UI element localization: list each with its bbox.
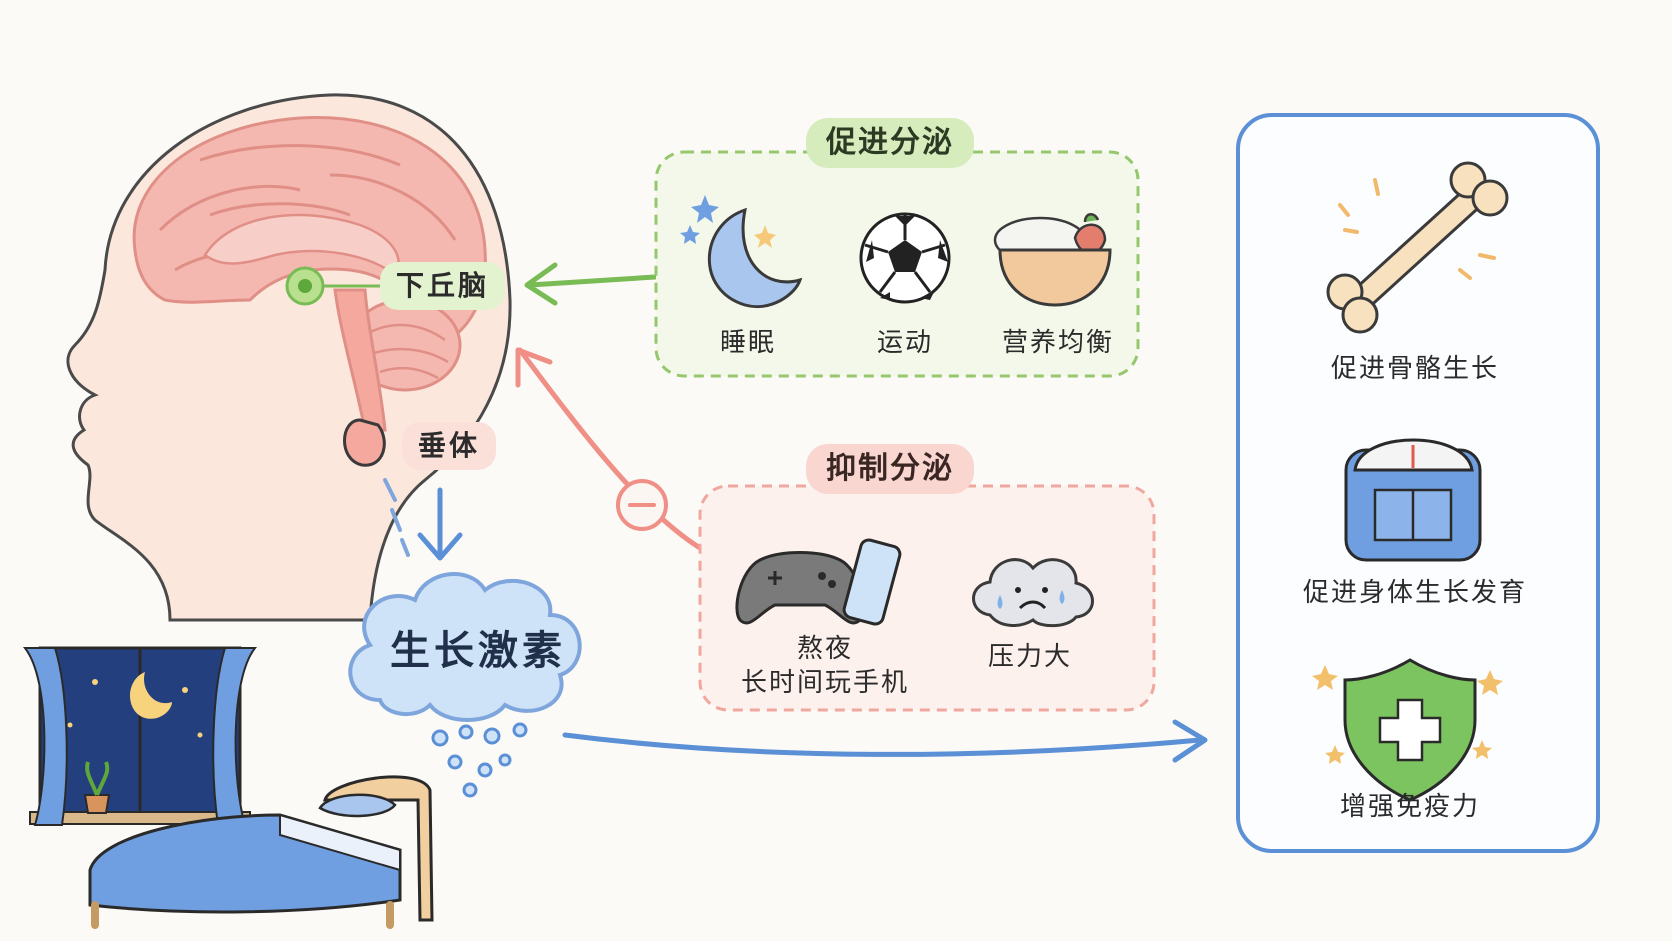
soccer-ball-icon [859,212,951,304]
inhibit-item-stress: 压力大 [987,642,1073,672]
inhibit-item-late-night-line1: 熬夜 [796,634,854,664]
bed-icon [88,775,434,929]
effects-arrow [562,732,1203,757]
gamepad-phone-icon [735,538,902,626]
inhibit-arrow-head [515,347,553,388]
inhibit-title: 抑制分泌 [806,444,974,494]
pituitary-gland [343,418,386,467]
hormone-bubbles [431,722,528,798]
hormone-cloud [348,572,582,722]
down-arrow [417,487,463,561]
hypothalamus-core [298,279,312,293]
inhibit-box [698,484,1156,712]
scale-icon [1344,438,1482,562]
promote-arrow [527,274,658,288]
promote-item-exercise: 运动 [876,328,934,358]
food-bowl-icon [993,213,1112,307]
inhibit-item-late-night: 熬夜 长时间玩手机 [741,632,909,700]
shield-cross-icon [1312,658,1503,802]
inhibit-item-late-night-line2: 长时间玩手机 [740,668,910,698]
promote-arrow-head [524,262,558,306]
hormone-droplets [383,478,410,557]
inhibit-arrow [517,347,703,551]
growth-hormone-label: 生长激素 [390,628,566,674]
promote-title: 促进分泌 [806,118,974,168]
sad-cloud-icon [972,558,1094,628]
effect-body-growth: 促进身体生长发育 [1302,578,1528,608]
moon-icon [680,195,803,308]
cerebellum-folds [364,323,449,380]
effect-immunity: 增强免疫力 [1339,792,1481,822]
hypothalamus-label: 下丘脑 [380,262,506,310]
effect-bone-growth: 促进骨骼生长 [1330,354,1500,384]
pituitary-label: 垂体 [402,422,497,470]
effects-arrow-head [1172,719,1208,763]
brain-folds [158,144,457,272]
promote-item-nutrition: 营养均衡 [1001,328,1115,358]
promote-item-sleep: 睡眠 [719,328,777,358]
bone-icon [1326,161,1509,334]
night-window-icon [22,646,258,826]
brainstem [333,288,387,432]
